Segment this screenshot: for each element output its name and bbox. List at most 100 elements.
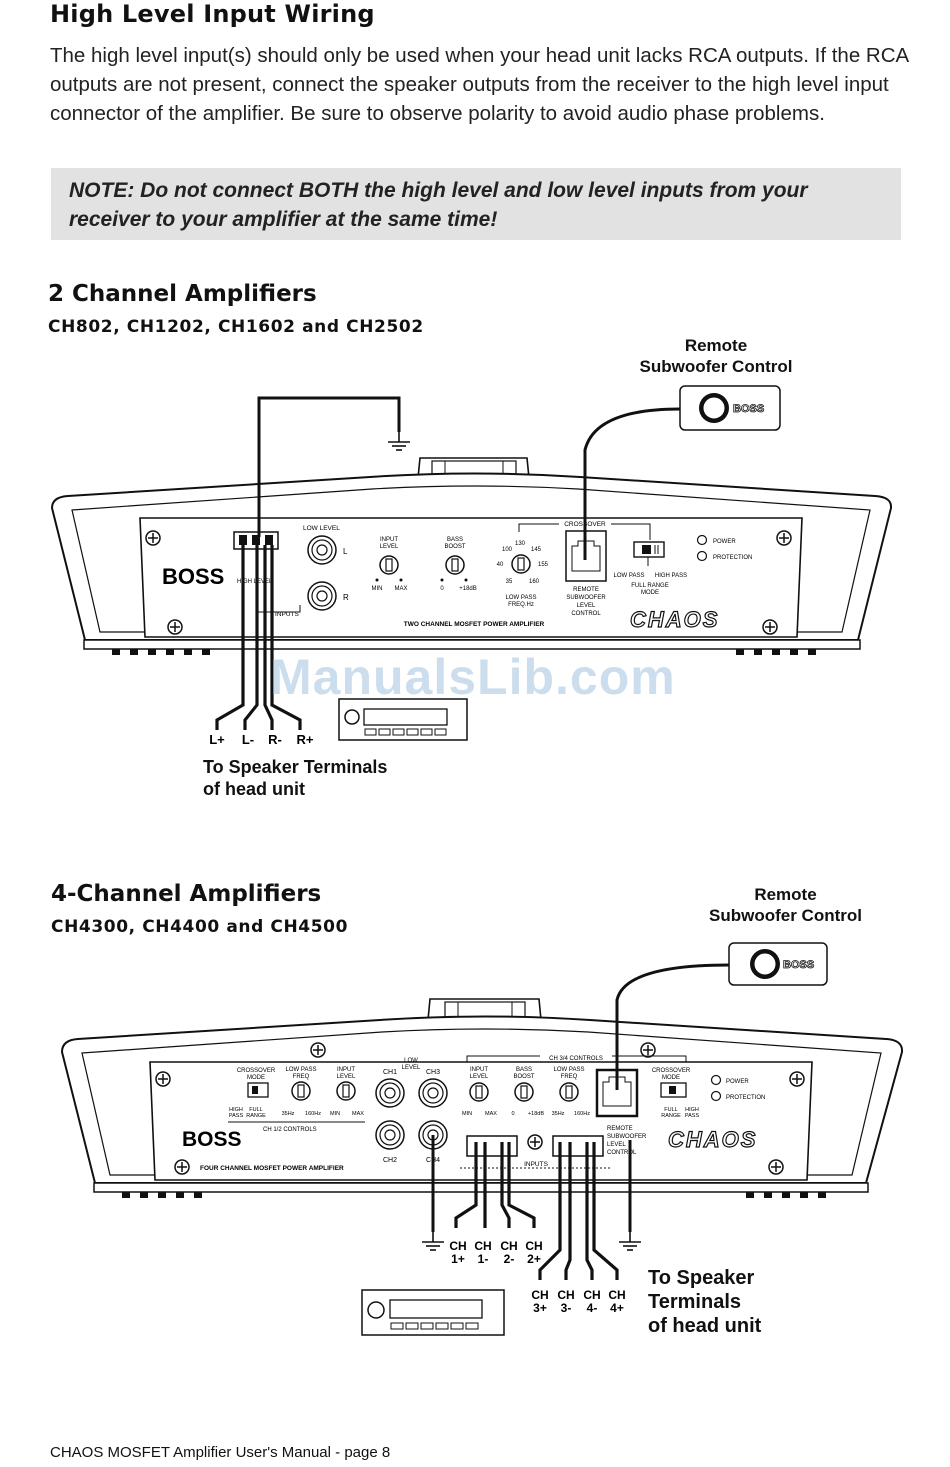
svg-text:HIGH: HIGH (229, 1107, 243, 1113)
svg-text:MODE: MODE (641, 590, 659, 596)
svg-text:145: 145 (531, 547, 542, 553)
svg-text:PROTECTION: PROTECTION (713, 555, 752, 561)
svg-text:HIGH PASS: HIGH PASS (655, 573, 687, 579)
svg-text:LOW LEVEL: LOW LEVEL (303, 525, 340, 532)
svg-text:2+: 2+ (527, 1252, 541, 1266)
four-channel-head-unit (361, 1289, 505, 1336)
two-channel-chaos-logo: CHAOS (630, 607, 719, 632)
two-channel-remote-control: BOSS (679, 385, 781, 431)
svg-text:CH: CH (449, 1239, 466, 1253)
four-channel-brand: BOSS (182, 1128, 242, 1151)
svg-text:INPUTS: INPUTS (524, 1161, 549, 1168)
four-channel-amplifier: CROSSOVER MODE HIGH PASS FULL RANGE LOW … (60, 998, 904, 1198)
svg-text:HIGH: HIGH (685, 1107, 699, 1113)
page-footer: CHAOS MOSFET Amplifier User's Manual - p… (50, 1444, 391, 1461)
svg-text:INPUT: INPUT (380, 537, 398, 543)
svg-text:REMOTE: REMOTE (573, 587, 599, 593)
svg-text:LEVEL: LEVEL (470, 1074, 489, 1080)
svg-text:3-: 3- (561, 1301, 572, 1315)
svg-text:4+: 4+ (610, 1301, 624, 1315)
svg-text:LOW PASS: LOW PASS (554, 1067, 585, 1073)
svg-text:FOUR CHANNEL MOSFET POWER AMPL: FOUR CHANNEL MOSFET POWER AMPLIFIER (200, 1165, 344, 1172)
svg-text:160Hz: 160Hz (574, 1111, 590, 1117)
svg-text:160: 160 (529, 579, 540, 585)
four-channel-models: CH4300, CH4400 and CH4500 (51, 917, 349, 937)
two-channel-heading: 2 Channel Amplifiers (48, 281, 317, 307)
svg-text:L+: L+ (209, 732, 225, 747)
four-channel-remote-label: Remote Subwoofer Control (709, 885, 862, 925)
svg-text:BOOST: BOOST (513, 1074, 534, 1080)
two-channel-models: CH802, CH1202, CH1602 and CH2502 (48, 317, 424, 337)
svg-text:1+: 1+ (451, 1252, 465, 1266)
svg-text:PASS: PASS (685, 1113, 700, 1119)
svg-text:0: 0 (440, 586, 444, 592)
svg-text:CH1: CH1 (383, 1069, 397, 1076)
svg-text:MAX: MAX (352, 1111, 364, 1117)
svg-text:BOSS: BOSS (733, 403, 764, 415)
svg-text:PASS: PASS (229, 1113, 244, 1119)
svg-text:LOW PASS: LOW PASS (286, 1067, 317, 1073)
two-channel-amplifier: BOSS HIGH LEVEL INPUTS LOW LEVEL L R INP… (50, 457, 893, 655)
svg-text:35: 35 (506, 579, 513, 585)
svg-text:CONTROL: CONTROL (571, 611, 601, 617)
svg-text:CH2: CH2 (383, 1157, 397, 1164)
svg-text:160Hz: 160Hz (305, 1111, 321, 1117)
svg-text:CROSSOVER: CROSSOVER (652, 1068, 691, 1074)
svg-text:L-: L- (242, 732, 254, 747)
svg-text:FREQ.Hz: FREQ.Hz (508, 602, 534, 608)
two-channel-head-unit (338, 698, 468, 741)
svg-text:FULL: FULL (249, 1107, 262, 1113)
section-title: High Level Input Wiring (50, 0, 375, 28)
svg-text:BOSS: BOSS (783, 959, 814, 971)
svg-text:RANGE: RANGE (661, 1113, 681, 1119)
svg-text:POWER: POWER (726, 1079, 749, 1085)
svg-text:155: 155 (538, 562, 549, 568)
svg-text:R-: R- (268, 732, 282, 747)
svg-text:CROSSOVER: CROSSOVER (237, 1068, 276, 1074)
svg-text:PROTECTION: PROTECTION (726, 1095, 765, 1101)
svg-text:MIN: MIN (330, 1111, 340, 1117)
svg-text:MAX: MAX (485, 1111, 497, 1117)
svg-text:CH3: CH3 (426, 1069, 440, 1076)
svg-text:FREQ: FREQ (293, 1074, 310, 1080)
svg-text:130: 130 (515, 541, 526, 547)
svg-text:CH: CH (583, 1288, 600, 1302)
four-channel-remote-control: BOSS (728, 942, 828, 986)
svg-text:L: L (343, 547, 348, 556)
svg-text:LOW PASS: LOW PASS (614, 573, 645, 579)
svg-text:35Hz: 35Hz (282, 1111, 295, 1117)
svg-text:+18dB: +18dB (459, 586, 477, 592)
svg-text:FREQ: FREQ (561, 1074, 578, 1080)
svg-text:4-: 4- (587, 1301, 598, 1315)
svg-text:INPUTS: INPUTS (275, 611, 300, 618)
svg-text:R: R (343, 593, 349, 602)
svg-text:3+: 3+ (533, 1301, 547, 1315)
svg-text:LEVEL: LEVEL (577, 603, 596, 609)
svg-text:FULL RANGE: FULL RANGE (631, 583, 668, 589)
svg-text:MIN: MIN (462, 1111, 472, 1117)
svg-text:LEVEL: LEVEL (337, 1074, 356, 1080)
two-channel-brand: BOSS (162, 564, 224, 589)
svg-text:HIGH LEVEL: HIGH LEVEL (237, 579, 273, 585)
svg-text:0: 0 (511, 1111, 514, 1117)
svg-text:INPUT: INPUT (337, 1067, 355, 1073)
svg-text:REMOTE: REMOTE (607, 1126, 633, 1132)
svg-text:100: 100 (502, 547, 513, 553)
svg-text:MIN: MIN (372, 586, 383, 592)
svg-text:CH: CH (557, 1288, 574, 1302)
watermark: ManualsLib.com (270, 649, 676, 705)
svg-text:LEVEL: LEVEL (607, 1142, 626, 1148)
svg-text:RANGE: RANGE (246, 1113, 266, 1119)
note-box: NOTE: Do not connect BOTH the high level… (51, 168, 901, 240)
svg-text:CH: CH (608, 1288, 625, 1302)
svg-text:CH 1/2 CONTROLS: CH 1/2 CONTROLS (263, 1127, 317, 1133)
svg-text:35Hz: 35Hz (552, 1111, 565, 1117)
svg-text:MODE: MODE (247, 1075, 265, 1081)
svg-text:2-: 2- (504, 1252, 515, 1266)
svg-text:LOW: LOW (404, 1058, 418, 1064)
svg-text:BASS: BASS (447, 537, 463, 543)
svg-text:POWER: POWER (713, 539, 736, 545)
svg-text:1-: 1- (478, 1252, 489, 1266)
svg-text:CH: CH (525, 1239, 542, 1253)
